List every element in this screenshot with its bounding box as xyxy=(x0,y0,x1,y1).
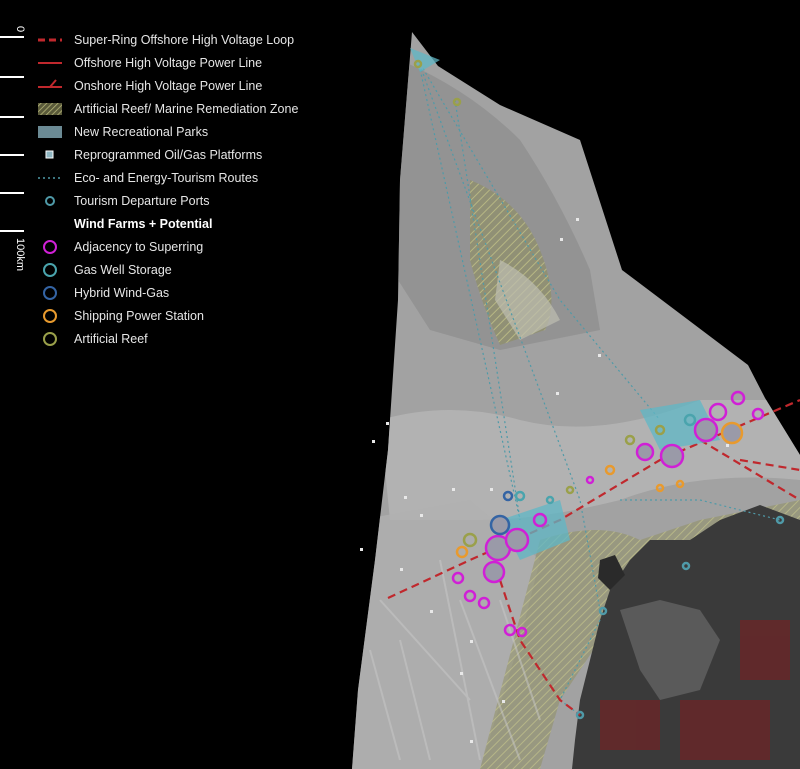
legend-label: Gas Well Storage xyxy=(74,262,172,277)
legend-label: Artificial Reef xyxy=(74,331,148,346)
legend-symbol-ports-icon xyxy=(36,192,64,210)
legend-label: Super-Ring Offshore High Voltage Loop xyxy=(74,32,295,47)
legend-item-superring: Super-Ring Offshore High Voltage Loop xyxy=(36,28,336,51)
scale-tick xyxy=(0,116,24,118)
scale-tick xyxy=(0,192,24,194)
wind-farms xyxy=(413,59,785,720)
legend-symbol-platforms-icon xyxy=(36,146,64,164)
legend-item-offshore-hv: Offshore High Voltage Power Line xyxy=(36,51,336,74)
legend-item-wind-heading: Wind Farms + Potential xyxy=(36,212,336,235)
legend-symbol-reef-zone-icon xyxy=(36,100,64,118)
legend-item-ports: Tourism Departure Ports xyxy=(36,189,336,212)
legend-item-routes: Eco- and Energy-Tourism Routes xyxy=(36,166,336,189)
legend-item-reef: Artificial Reef xyxy=(36,327,336,350)
legend-symbol-offshore-hv-icon xyxy=(36,54,64,72)
legend-label: Onshore High Voltage Power Line xyxy=(74,78,263,93)
legend-symbol-superring-icon xyxy=(36,31,64,49)
legend-label: Artificial Reef/ Marine Remediation Zone xyxy=(74,101,299,116)
tourism-routes xyxy=(417,59,781,716)
oil-gas-platforms xyxy=(360,218,729,743)
legend-item-reef-zone: Artificial Reef/ Marine Remediation Zone xyxy=(36,97,336,120)
scale-tick xyxy=(0,36,24,38)
scale-zero-label: 0 xyxy=(14,26,26,33)
legend-label: Eco- and Energy-Tourism Routes xyxy=(74,170,259,185)
legend-label: Wind Farms + Potential xyxy=(74,216,213,231)
legend-symbol-wind-heading-icon xyxy=(36,215,64,233)
legend-label: Adjacency to Superring xyxy=(74,239,204,254)
scale-tick xyxy=(0,154,24,156)
legend-symbol-parks-icon xyxy=(36,123,64,141)
legend-label: Hybrid Wind-Gas xyxy=(74,285,170,300)
legend-label: Reprogrammed Oil/Gas Platforms xyxy=(74,147,263,162)
legend-item-parks: New Recreational Parks xyxy=(36,120,336,143)
legend-symbol-gas-storage-icon xyxy=(36,261,64,279)
land-area xyxy=(572,505,800,769)
scale-tick xyxy=(0,230,24,232)
legend-label: Offshore High Voltage Power Line xyxy=(74,55,263,70)
legend-item-gas-storage: Gas Well Storage xyxy=(36,258,336,281)
legend-label: Tourism Departure Ports xyxy=(74,193,210,208)
legend-item-hybrid: Hybrid Wind-Gas xyxy=(36,281,336,304)
legend-symbol-adj-superring-icon xyxy=(36,238,64,256)
legend-item-adj-superring: Adjacency to Superring xyxy=(36,235,336,258)
legend-symbol-hybrid-icon xyxy=(36,284,64,302)
legend-item-platforms: Reprogrammed Oil/Gas Platforms xyxy=(36,143,336,166)
legend-label: Shipping Power Station xyxy=(74,308,204,323)
scale-bar: 0 100km xyxy=(0,26,28,271)
legend-item-shipping: Shipping Power Station xyxy=(36,304,336,327)
legend-symbol-reef-icon xyxy=(36,330,64,348)
legend-symbol-routes-icon xyxy=(36,169,64,187)
legend-item-onshore-hv: Onshore High Voltage Power Line xyxy=(36,74,336,97)
legend-symbol-shipping-icon xyxy=(36,307,64,325)
legend-symbol-onshore-hv-icon xyxy=(36,77,64,95)
legend-label: New Recreational Parks xyxy=(74,124,209,139)
scale-tick xyxy=(0,76,24,78)
scale-max-label: 100km xyxy=(14,238,26,272)
